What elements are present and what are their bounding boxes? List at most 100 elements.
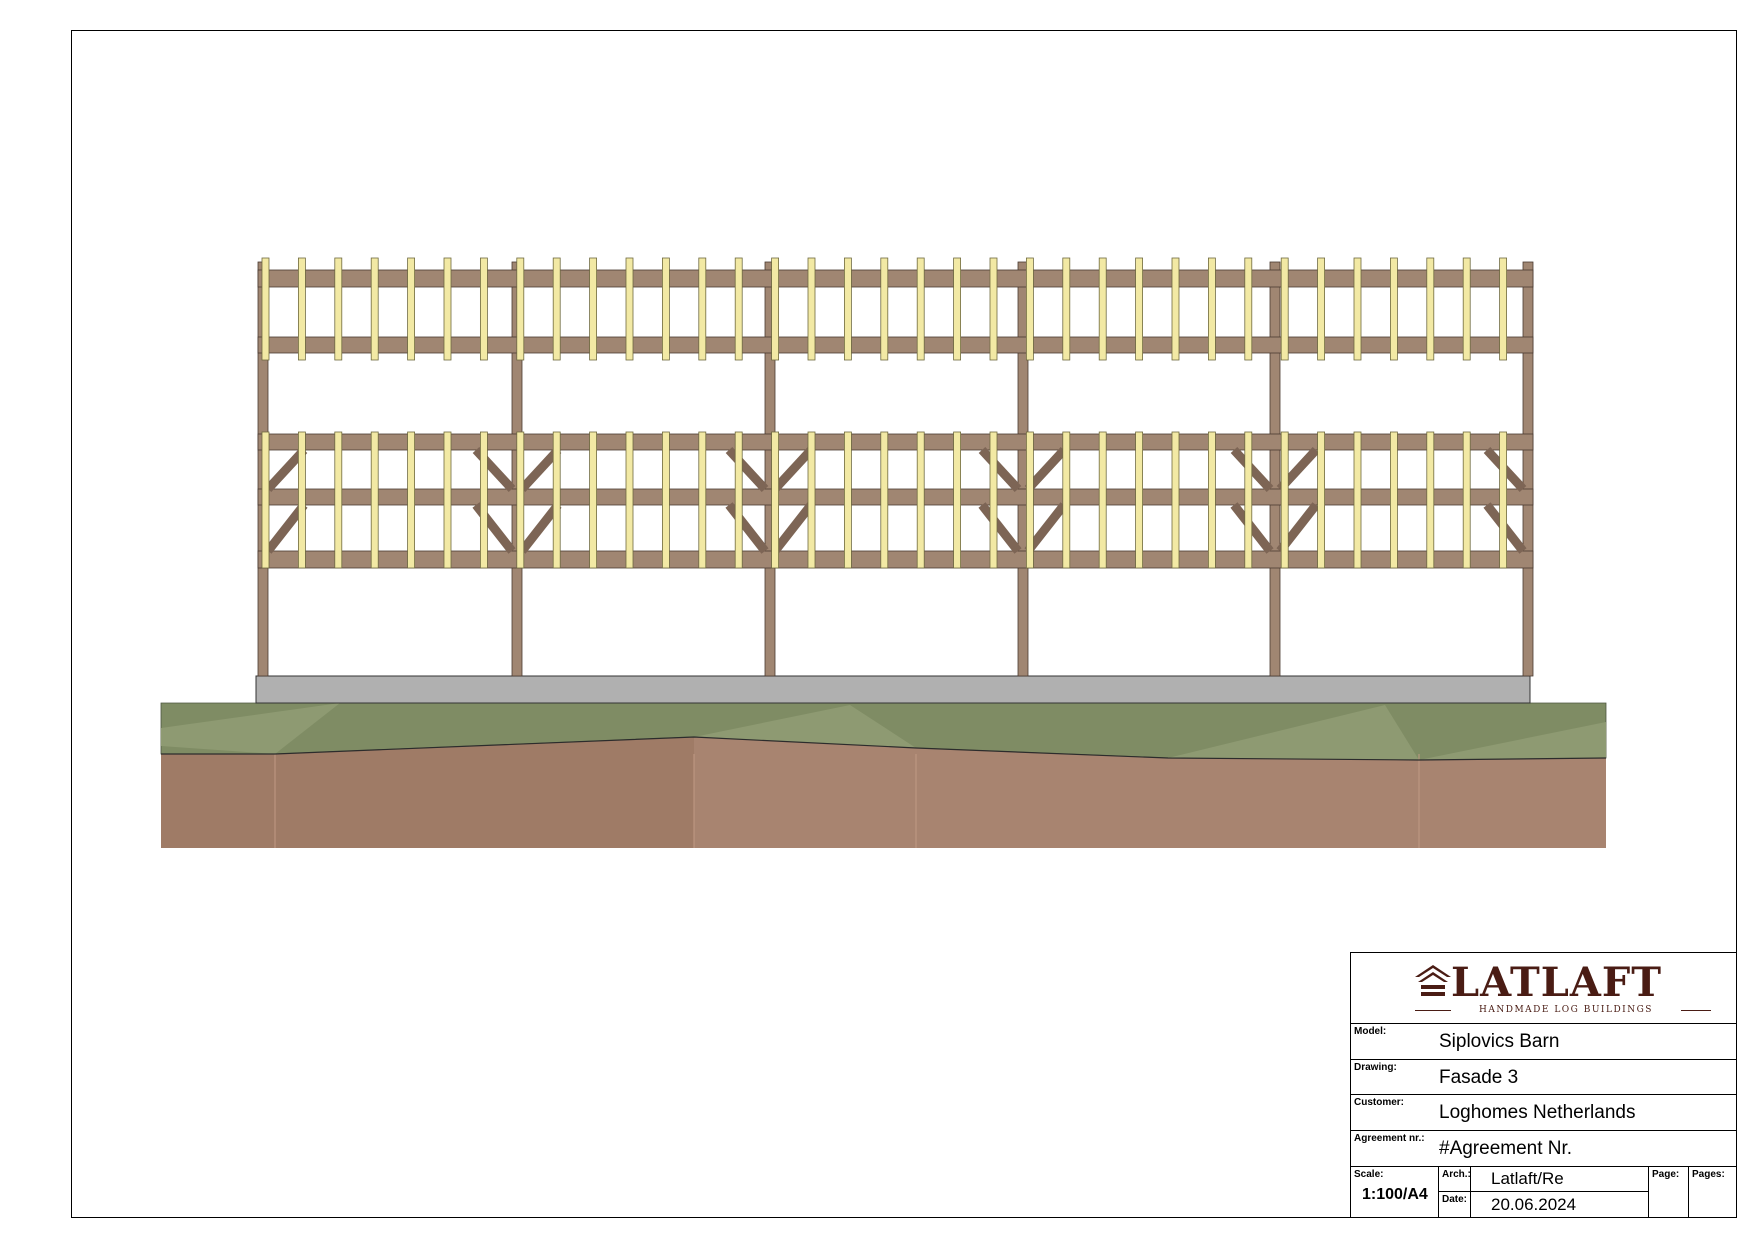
vertical-batten-top	[1244, 257, 1253, 361]
vertical-batten-top	[552, 257, 561, 361]
vertical-batten-top	[370, 257, 379, 361]
vertical-batten-middle	[1353, 431, 1362, 569]
arch-cell: Arch.: Latlaft/Re	[1439, 1166, 1648, 1192]
soil-section-light	[694, 737, 1606, 848]
vertical-batten-middle	[625, 431, 634, 569]
vertical-batten-top	[589, 257, 597, 361]
vertical-batten-middle	[880, 431, 889, 569]
customer-row: Customer: Loghomes Netherlands	[1351, 1094, 1736, 1131]
brand-name: LATLAFT	[1451, 959, 1663, 1006]
vertical-batten-middle	[844, 431, 852, 569]
vertical-batten-middle	[479, 431, 488, 569]
vertical-batten-top	[807, 257, 816, 361]
vertical-batten-top	[1098, 257, 1107, 361]
page-cell: Page:	[1648, 1166, 1689, 1218]
vertical-batten-middle	[698, 431, 707, 569]
sheet-border	[71, 30, 1737, 1218]
vertical-batten-top	[844, 257, 852, 361]
drawing-label: Drawing:	[1354, 1062, 1397, 1073]
vertical-batten-middle	[807, 431, 816, 569]
vertical-batten-top	[1462, 257, 1471, 361]
diagonal-brace	[978, 502, 1022, 554]
date-value-cell: 20.06.2024	[1470, 1191, 1649, 1218]
vertical-batten-top	[1499, 257, 1507, 361]
vertical-batten-middle	[261, 431, 270, 569]
arch-value: Latlaft/Re	[1491, 1169, 1564, 1188]
ground-line	[161, 736, 1607, 761]
vertical-batten-top	[953, 257, 961, 361]
diagonal-brace	[1024, 502, 1068, 554]
pages-cell: Pages:	[1688, 1166, 1735, 1218]
date-value: 20.06.2024	[1491, 1195, 1577, 1214]
vertical-batten-middle	[1390, 431, 1398, 569]
vertical-batten-middle	[552, 431, 561, 569]
vertical-batten-top	[880, 257, 889, 361]
vertical-batten-middle	[1462, 431, 1471, 569]
vertical-batten-middle	[370, 431, 379, 569]
vertical-batten-top	[916, 257, 925, 361]
scale-label: Scale:	[1354, 1169, 1384, 1180]
page-label: Page:	[1652, 1169, 1680, 1180]
arch-label: Arch.:	[1442, 1169, 1471, 1180]
agreement-value: #Agreement Nr.	[1439, 1138, 1573, 1159]
vertical-batten-middle	[1171, 431, 1180, 569]
date-label: Date:	[1442, 1194, 1468, 1205]
vertical-batten-middle	[1317, 431, 1325, 569]
grass-facet	[1419, 722, 1606, 760]
vertical-batten-middle	[1135, 431, 1143, 569]
vertical-batten-top	[407, 257, 416, 361]
grass-facet	[694, 705, 916, 748]
vertical-batten-middle	[1098, 431, 1107, 569]
vertical-batten-middle	[1280, 431, 1289, 569]
customer-value: Loghomes Netherlands	[1439, 1102, 1636, 1123]
agreement-row: Agreement nr.: #Agreement Nr.	[1351, 1130, 1736, 1167]
vertical-batten-middle	[297, 431, 306, 569]
brand-tagline: HANDMADE LOG BUILDINGS	[1479, 1005, 1653, 1015]
vertical-batten-middle	[662, 431, 670, 569]
vertical-batten-top	[1062, 257, 1071, 361]
vertical-batten-top	[1280, 257, 1289, 361]
vertical-batten-middle	[989, 431, 998, 569]
vertical-batten-top	[1208, 257, 1216, 361]
foundation-slab	[255, 675, 1531, 704]
main-post	[1269, 261, 1281, 677]
logo-area: LATLAFT HANDMADE LOG BUILDINGS	[1351, 953, 1736, 1024]
vertical-batten-top	[1426, 257, 1435, 361]
vertical-batten-top	[261, 257, 270, 361]
vertical-batten-top	[1353, 257, 1362, 361]
grass-facet	[1168, 705, 1419, 760]
vertical-batten-top	[1026, 257, 1034, 361]
terrain-section	[160, 702, 1607, 848]
drawing-value: Fasade 3	[1439, 1067, 1519, 1088]
vertical-batten-middle	[1208, 431, 1216, 569]
date-cell: Date: 20.06.2024	[1439, 1191, 1648, 1218]
vertical-batten-top	[443, 257, 452, 361]
diagonal-brace	[771, 446, 815, 493]
arch-value-cell: Latlaft/Re	[1470, 1166, 1649, 1191]
vertical-batten-top	[771, 257, 779, 361]
tagline-rule-right	[1681, 1010, 1711, 1011]
arch-date-block: Arch.: Latlaft/Re Date: 20.06.2024 Page:…	[1438, 1166, 1736, 1218]
latlaft-logo-icon	[1415, 965, 1451, 996]
scale-value: 1:100/A4	[1362, 1186, 1428, 1203]
vertical-batten-top	[989, 257, 998, 361]
vertical-batten-top	[516, 257, 525, 361]
diagonal-brace	[1024, 446, 1068, 493]
meta-row: Scale: 1:100/A4 Arch.: Latlaft/Re Date: …	[1351, 1166, 1736, 1218]
vertical-batten-middle	[1499, 431, 1507, 569]
vertical-batten-top	[625, 257, 634, 361]
vertical-batten-top	[1135, 257, 1143, 361]
vertical-batten-top	[1171, 257, 1180, 361]
vertical-batten-middle	[1062, 431, 1071, 569]
drawing-row: Drawing: Fasade 3	[1351, 1059, 1736, 1095]
model-label: Model:	[1354, 1026, 1387, 1037]
vertical-batten-middle	[916, 431, 925, 569]
vertical-batten-middle	[1244, 431, 1253, 569]
vertical-batten-top	[698, 257, 707, 361]
vertical-batten-top	[297, 257, 306, 361]
customer-label: Customer:	[1354, 1097, 1405, 1108]
model-value: Siplovics Barn	[1439, 1031, 1560, 1052]
vertical-batten-top	[662, 257, 670, 361]
